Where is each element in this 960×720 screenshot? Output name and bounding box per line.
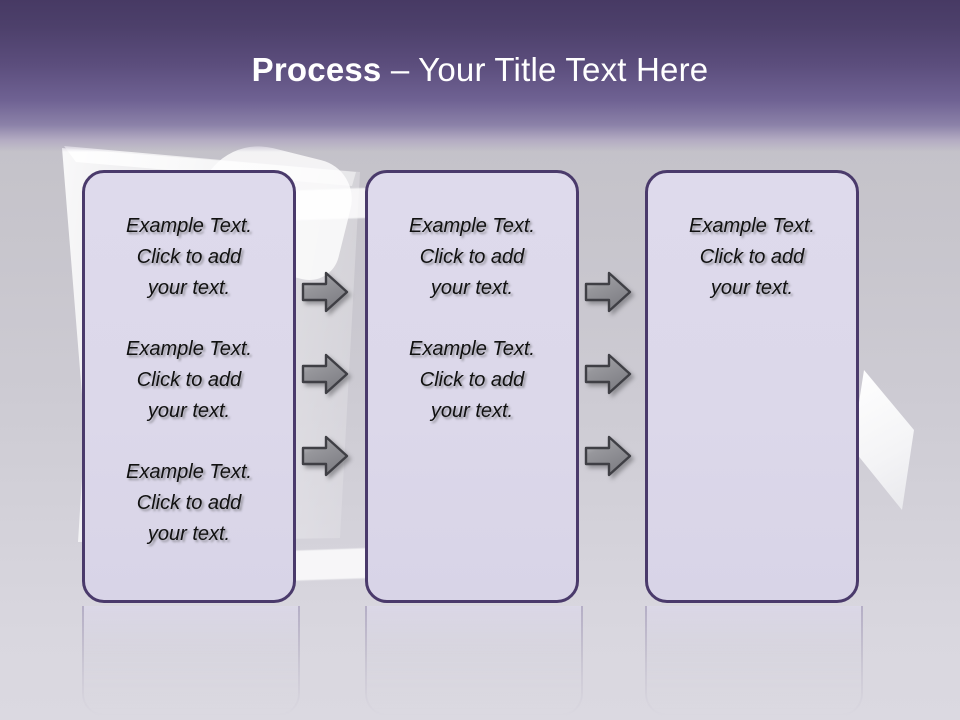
arrow-right-icon[interactable]: [584, 434, 632, 478]
arrow-right-icon[interactable]: [301, 434, 349, 478]
page-title-rest: – Your Title Text Here: [381, 51, 709, 88]
arrow-right-icon[interactable]: [301, 352, 349, 396]
box-reflection: [365, 606, 583, 716]
box-reflection: [82, 606, 300, 716]
placeholder-text[interactable]: Example Text. Click to add your text.: [409, 338, 535, 422]
page-title-strong: Process: [251, 51, 382, 88]
page-title: Process – Your Title Text Here: [0, 50, 960, 90]
process-box-1[interactable]: Example Text. Click to add your text. Ex…: [82, 170, 296, 603]
placeholder-text[interactable]: Example Text. Click to add your text.: [689, 215, 815, 299]
box-reflection: [645, 606, 863, 716]
process-box-2[interactable]: Example Text. Click to add your text. Ex…: [365, 170, 579, 603]
title-banner: [0, 0, 960, 152]
arrow-right-icon[interactable]: [584, 352, 632, 396]
arrow-right-icon[interactable]: [301, 270, 349, 314]
placeholder-text[interactable]: Example Text. Click to add your text.: [126, 461, 252, 545]
right-quadrilateral-icon: [852, 370, 914, 510]
process-box-3[interactable]: Example Text. Click to add your text.: [645, 170, 859, 603]
placeholder-text[interactable]: Example Text. Click to add your text.: [126, 215, 252, 299]
placeholder-text[interactable]: Example Text. Click to add your text.: [409, 215, 535, 299]
arrow-right-icon[interactable]: [584, 270, 632, 314]
placeholder-text[interactable]: Example Text. Click to add your text.: [126, 338, 252, 422]
